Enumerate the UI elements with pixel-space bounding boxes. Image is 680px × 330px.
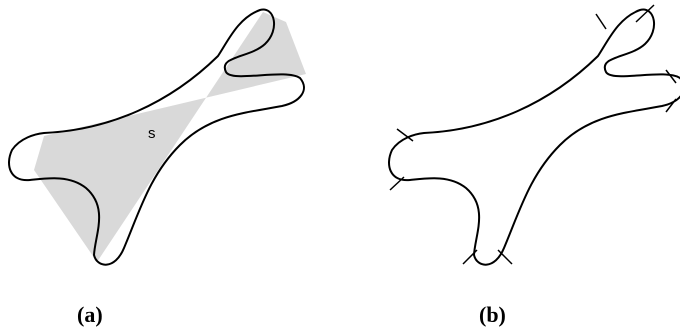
tick-mark	[462, 249, 478, 265]
shape-label: s	[148, 125, 156, 142]
caption-a: (a)	[77, 302, 103, 327]
convex-hull	[34, 12, 306, 262]
tick-mark	[389, 176, 405, 191]
shape-outline	[8, 8, 305, 266]
tick-mark	[635, 4, 655, 23]
tick-mark	[595, 13, 607, 30]
caption-b: (b)	[479, 302, 506, 327]
tick-mark	[497, 249, 513, 265]
tick-mark	[396, 128, 414, 142]
shape-outline	[388, 8, 680, 266]
tick-mark	[665, 98, 677, 113]
panel-a: s	[8, 8, 306, 266]
panel-b	[388, 4, 680, 266]
tick-mark	[665, 69, 677, 84]
